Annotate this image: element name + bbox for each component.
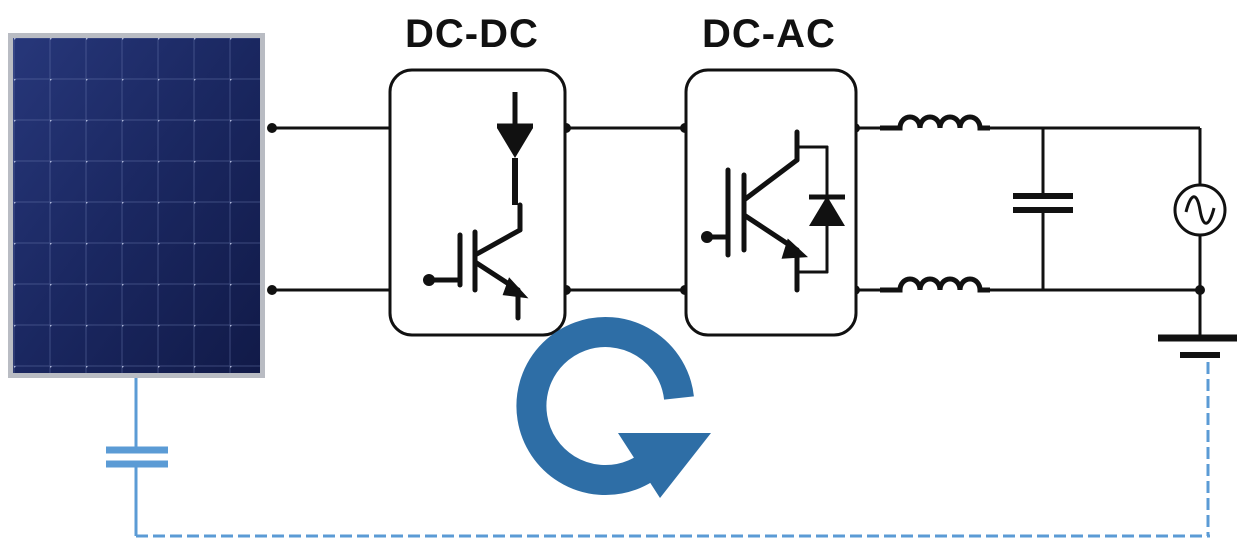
inductor-top-icon <box>880 114 990 131</box>
pv-panel <box>8 33 265 378</box>
ground-icon <box>1158 334 1237 358</box>
inductor-bottom-icon <box>880 276 990 293</box>
filter-capacitor-icon <box>1013 193 1073 213</box>
dc-dc-label: DC-DC <box>405 12 539 56</box>
boost-igbt-icon <box>423 202 529 321</box>
circular-arrow-icon <box>516 317 711 498</box>
ac-source-icon <box>1173 183 1227 237</box>
parasitic-capacitor-icon <box>106 446 168 468</box>
freewheel-diode-icon <box>809 194 845 226</box>
boost-diode-icon <box>497 92 533 205</box>
inverter-igbt-icon <box>701 129 829 293</box>
inductors <box>880 114 990 293</box>
dc-ac-label: DC-AC <box>702 12 836 56</box>
parasitic-leakage-path <box>106 362 1210 538</box>
dc-ac-inverter-block <box>684 68 858 337</box>
dc-dc-converter-block <box>388 68 567 337</box>
